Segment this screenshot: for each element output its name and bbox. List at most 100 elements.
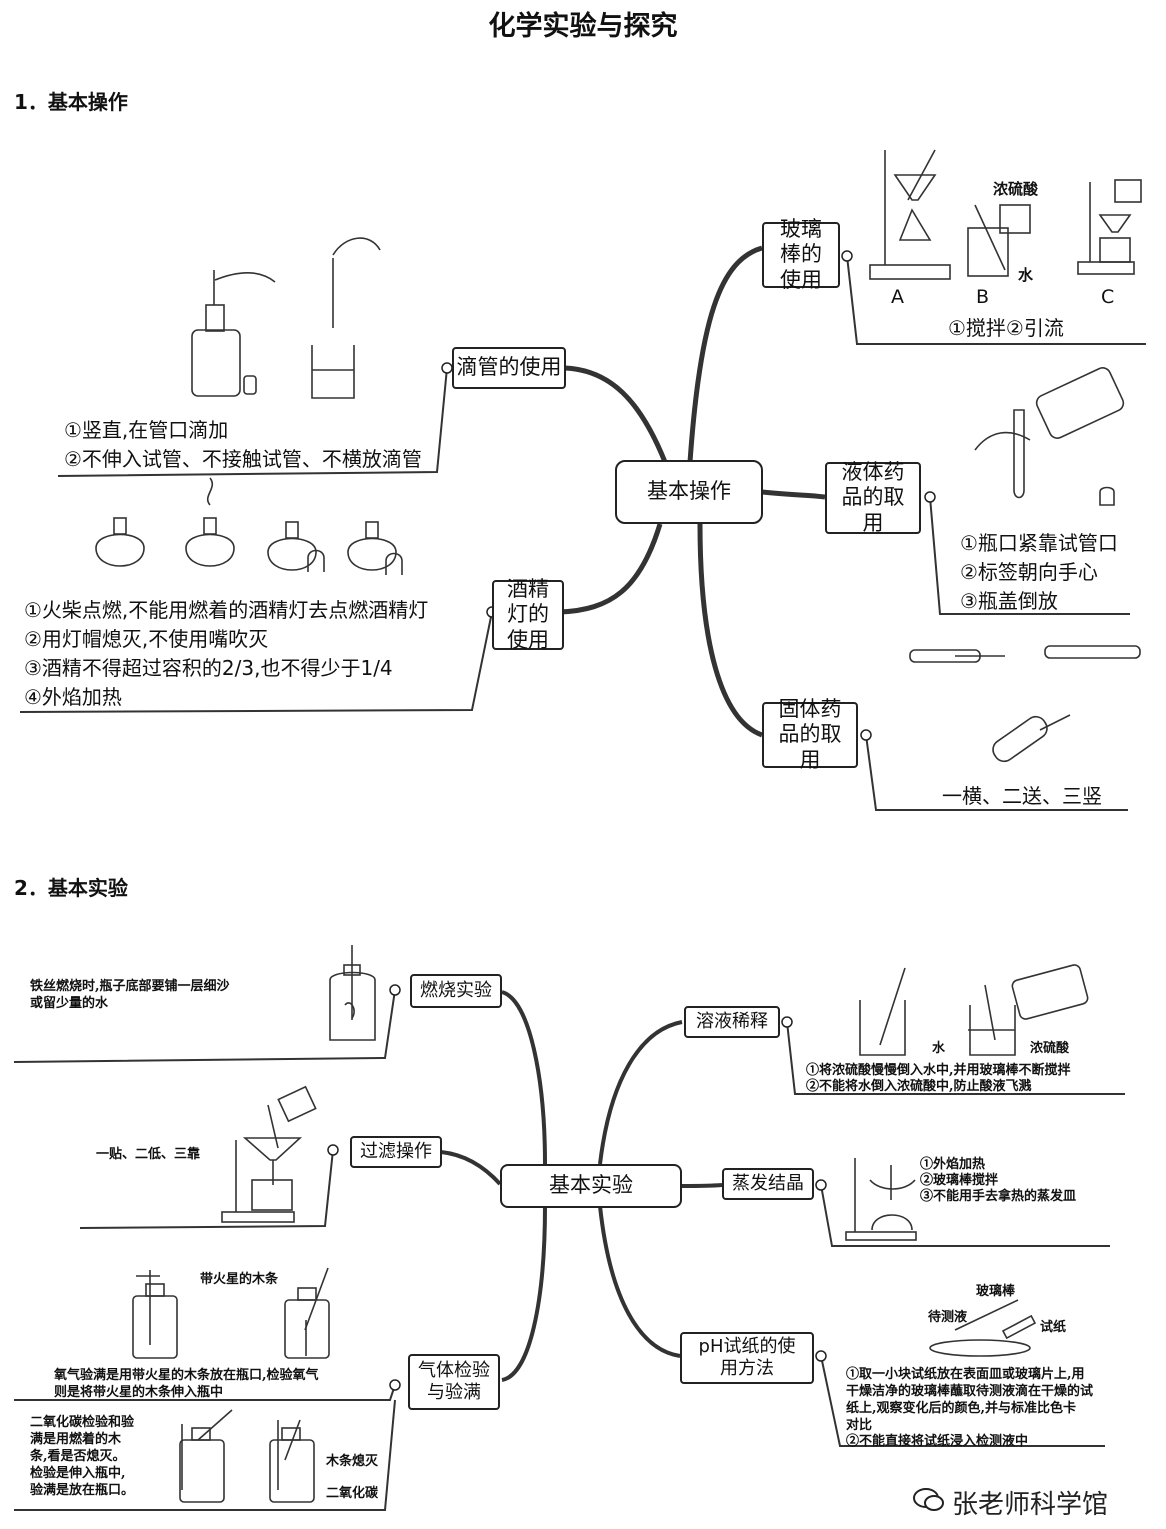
solid-caption: 一横、二送、三竖 [942, 784, 1102, 808]
branch-ph [598, 1205, 681, 1358]
filter-note: 一贴、二低、三靠 [96, 1147, 201, 1162]
underline-lamp [19, 611, 493, 713]
co2-test-figure [179, 1409, 315, 1503]
filter-figure [221, 1085, 317, 1223]
evap-note-2: ②玻璃棒搅拌 [920, 1173, 999, 1188]
node-glass-rod-usage: 玻璃棒的使用 [762, 217, 840, 292]
co2-note-1: 二氧化碳检验和验 [30, 1415, 135, 1430]
liquid-note-3: ③瓶盖倒放 [960, 589, 1058, 613]
node-label: 溶液稀释 [696, 1011, 768, 1033]
section-heading-basic-experiments: 2．基本实验 [14, 876, 128, 900]
node-label: 过滤操作 [360, 1141, 432, 1163]
rod-fig-label-acid: 浓硫酸 [993, 180, 1039, 198]
alcohol-lamps [95, 477, 403, 575]
dilute-note-2: ②不能将水倒入浓硫酸中,防止酸液飞溅 [806, 1079, 1032, 1094]
branch-dilute [598, 1020, 683, 1165]
branch-burn [501, 990, 547, 1165]
node-solid-reagent-taking: 固体药品的取用 [762, 697, 858, 772]
rod-caption: ①搅拌②引流 [948, 316, 1064, 340]
branch-gas [501, 1205, 547, 1382]
dilution-figure [859, 964, 1089, 1056]
ph-note-2: 干燥洁净的玻璃棒蘸取待测液滴在干燥的试 [846, 1384, 1094, 1399]
dropper-note-2: ②不伸入试管、不接触试管、不横放滴管 [64, 447, 422, 471]
ph-note-1: ①取一小块试纸放在表面皿或玻璃片上,用 [846, 1367, 1085, 1382]
solid-taking-figure [909, 645, 1141, 763]
ph-figure [929, 1299, 1037, 1357]
co2-note-4: 检验是伸入瓶中, [30, 1466, 126, 1481]
watermark-text: 张老师科学馆 [952, 1490, 1109, 1520]
node-combustion-experiment: 燃烧实验 [410, 974, 502, 1008]
underline-rod [846, 255, 1146, 345]
node-dropper-usage: 滴管的使用 [452, 347, 566, 389]
center-label: 基本操作 [647, 479, 731, 504]
center-node-basic-experiments: 基本实验 [500, 1164, 682, 1208]
ph-fig-label-paper: 试纸 [1040, 1320, 1067, 1335]
node-label: 酒精灯的使用 [507, 577, 549, 652]
dropper-bottle [191, 329, 241, 397]
section-heading-basic-operations: 1．基本操作 [14, 90, 128, 114]
rod-fig-label-water: 水 [1018, 266, 1034, 284]
node-liquid-reagent-taking: 液体药品的取用 [825, 460, 921, 535]
branch-rod [687, 245, 763, 463]
o2-fig-label: 带火星的木条 [200, 1272, 279, 1287]
node-label: 燃烧实验 [420, 980, 492, 1002]
node-alcohol-lamp-usage: 酒精灯的使用 [492, 577, 564, 652]
branch-evap [681, 1183, 723, 1188]
co2-note-2: 满是用燃着的木 [30, 1432, 122, 1447]
lamp-note-3: ③酒精不得超过容积的2/3,也不得少于1/4 [24, 656, 393, 680]
underline-dropper [57, 367, 448, 477]
co2-fig-label-extinguished: 木条熄灭 [326, 1454, 379, 1469]
dilute-fig-label-water: 水 [932, 1041, 946, 1056]
burn-note-2: 或留少量的水 [30, 996, 109, 1011]
page-title: 化学实验与探究 [488, 11, 678, 42]
node-solution-dilution: 溶液稀释 [684, 1006, 780, 1038]
underline-solid [865, 734, 1128, 811]
node-label: pH试纸的使用方法 [698, 1336, 796, 1379]
rod-fig-label-c: C [1101, 286, 1115, 308]
node-evaporation: 蒸发结晶 [722, 1168, 814, 1200]
liquid-taking-figure [974, 367, 1125, 506]
liquid-note-2: ②标签朝向手心 [960, 560, 1098, 584]
node-label: 玻璃棒的使用 [780, 217, 822, 292]
branch-dropper [564, 365, 668, 463]
underline-liquid [929, 496, 1130, 615]
node-filtration: 过滤操作 [350, 1136, 442, 1168]
ph-note-3: 纸上,观察变化后的颜色,并与标准比色卡 [846, 1401, 1077, 1416]
dropper-note-1: ①竖直,在管口滴加 [64, 418, 229, 442]
co2-fig-label-co2: 二氧化碳 [326, 1486, 379, 1501]
node-label: 气体检验与验满 [418, 1360, 490, 1403]
ph-fig-label-rod: 玻璃棒 [976, 1284, 1016, 1299]
evap-note-3: ③不能用手去拿热的蒸发皿 [920, 1189, 1077, 1204]
branch-lamp [559, 523, 663, 615]
dilute-fig-label-acid: 浓硫酸 [1030, 1041, 1070, 1056]
wechat-icon [913, 1488, 944, 1511]
node-label: 固体药品的取用 [778, 697, 842, 772]
liquid-note-1: ①瓶口紧靠试管口 [960, 531, 1118, 555]
lamp-note-1: ①火柴点燃,不能用燃着的酒精灯去点燃酒精灯 [24, 598, 429, 622]
branch-filter [440, 1150, 502, 1186]
ph-note-4: 对比 [846, 1418, 873, 1433]
rod-fig-b-beaker [967, 227, 1009, 277]
branch-liquid [761, 489, 826, 500]
node-ph-paper: pH试纸的使用方法 [680, 1332, 814, 1384]
dilute-note-1: ①将浓硫酸慢慢倒入水中,并用玻璃棒不断搅拌 [806, 1063, 1071, 1078]
node-label: 滴管的使用 [456, 355, 562, 380]
ph-note-5: ②不能直接将试纸浸入检测液中 [846, 1434, 1029, 1449]
o2-note-1: 氧气验满是用带火星的木条放在瓶口,检验氧气 [54, 1368, 319, 1383]
rod-fig-label-a: A [891, 286, 904, 308]
ph-fig-label-solution: 待测液 [928, 1310, 968, 1325]
lamp-note-4: ④外焰加热 [24, 685, 122, 709]
node-label: 液体药品的取用 [841, 460, 905, 535]
lamp-note-2: ②用灯帽熄灭,不使用嘴吹灭 [24, 627, 269, 651]
rod-figures [869, 149, 1142, 280]
rod-fig-label-b: B [976, 286, 990, 308]
oxygen-test-figure [132, 1267, 330, 1359]
evaporation-figure [845, 1158, 917, 1241]
co2-note-3: 条,看是否熄灭。 [30, 1449, 126, 1464]
center-label: 基本实验 [549, 1173, 633, 1198]
dropper-beaker [311, 345, 355, 399]
co2-note-5: 验满是放在瓶口。 [30, 1483, 135, 1498]
o2-note-2: 则是将带火星的木条伸入瓶中 [54, 1385, 224, 1400]
node-gas-test: 气体检验与验满 [408, 1354, 500, 1410]
